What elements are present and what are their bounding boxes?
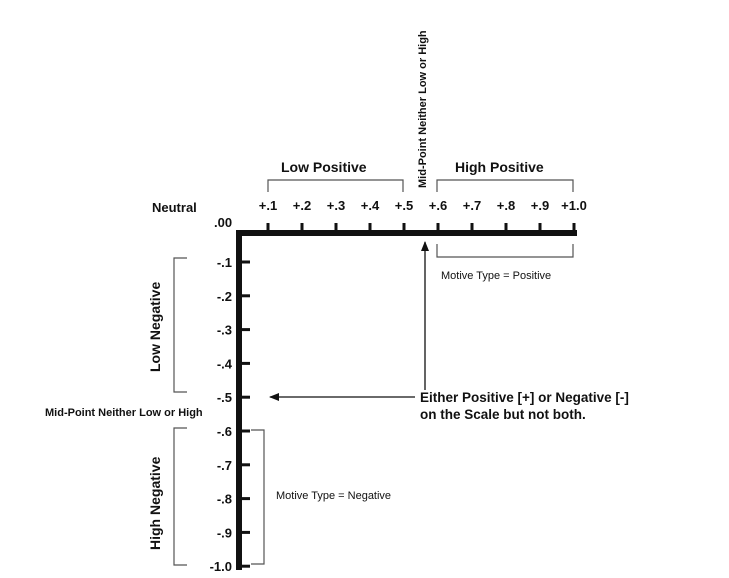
high-negative-bracket [173, 427, 187, 566]
high-negative-label: High Negative [147, 456, 163, 550]
positive-tick-label: +.2 [293, 198, 311, 213]
low-positive-label: Low Positive [281, 159, 367, 175]
negative-tick-label: -1.0 [210, 559, 232, 574]
low-positive-bracket [267, 179, 404, 192]
note-line-2: on the Scale but not both. [420, 407, 586, 422]
high-positive-bracket [436, 179, 574, 192]
midpoint-vertical-label: Mid-Point Neither Low or High [417, 30, 429, 188]
note-line-1: Either Positive [+] or Negative [-] [420, 390, 629, 405]
motive-negative-label: Motive Type = Negative [276, 490, 391, 502]
positive-tick-label: +1.0 [561, 198, 587, 213]
low-negative-label: Low Negative [147, 282, 163, 372]
positive-tick-label: +.6 [429, 198, 447, 213]
midpoint-horizontal-label: Mid-Point Neither Low or High [45, 407, 203, 419]
motive-positive-label: Motive Type = Positive [441, 270, 551, 282]
negative-tick-label: -.8 [217, 492, 232, 507]
negative-ticks: -.1 -.2 -.3 -.4 -.5 -.6 -.7 -.8 -.9 -1.0 [210, 255, 250, 574]
positive-tick-label: +.3 [327, 198, 345, 213]
negative-tick-label: -.5 [217, 390, 232, 405]
negative-tick-label: -.9 [217, 525, 232, 540]
origin-label: .00 [214, 215, 232, 230]
neutral-label: Neutral [152, 200, 197, 215]
positive-tick-label: +.5 [395, 198, 413, 213]
motive-negative-bracket [251, 429, 265, 565]
positive-ticks: +.1 +.2 +.3 +.4 +.5 +.6 +.7 +.8 +.9 +1.0 [259, 198, 587, 233]
negative-tick-label: -.7 [217, 458, 232, 473]
positive-tick-label: +.1 [259, 198, 277, 213]
motive-positive-bracket [436, 244, 574, 258]
positive-tick-label: +.4 [361, 198, 380, 213]
negative-tick-label: -.3 [217, 323, 232, 338]
low-negative-bracket [173, 257, 187, 393]
negative-tick-label: -.4 [217, 356, 233, 371]
negative-tick-label: -.6 [217, 424, 232, 439]
high-positive-label: High Positive [455, 159, 544, 175]
negative-tick-label: -.2 [217, 289, 232, 304]
positive-tick-label: +.8 [497, 198, 515, 213]
positive-tick-label: +.7 [463, 198, 481, 213]
positive-tick-label: +.9 [531, 198, 549, 213]
negative-tick-label: -.1 [217, 255, 232, 270]
